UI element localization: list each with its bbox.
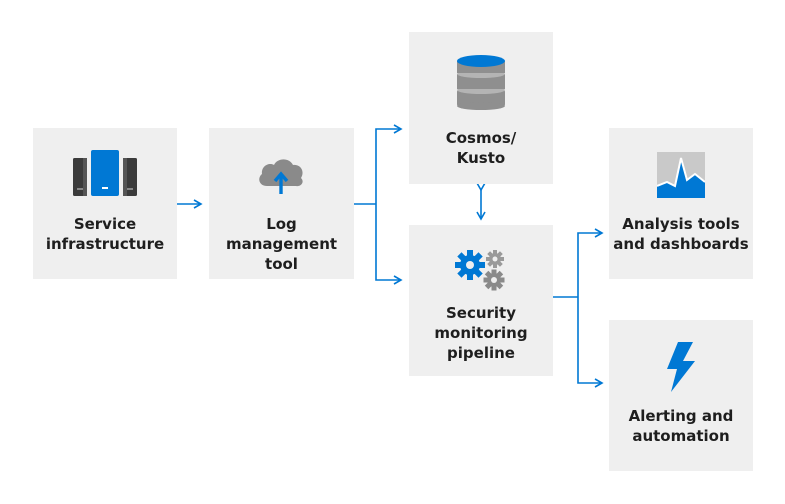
database-icon — [457, 55, 505, 110]
node-analysis-tools: Analysis tools and dashboards — [609, 128, 753, 279]
lightning-icon — [667, 342, 695, 392]
node-label: Service infrastructure — [45, 215, 165, 253]
chart-icon — [657, 152, 705, 198]
arrow-security-to-analysis — [577, 228, 604, 297]
node-log-management-tool: Log management tool — [209, 128, 354, 279]
node-cosmos-kusto: Cosmos/ Kusto — [409, 32, 553, 184]
node-label: Cosmos/ Kusto — [445, 129, 517, 167]
gears-icon — [455, 250, 505, 291]
servers-icon — [73, 150, 137, 196]
node-label: Log management tool — [225, 215, 338, 273]
node-service-infrastructure: Service infrastructure — [33, 128, 177, 279]
node-security-monitoring-pipeline: Security monitoring pipeline — [409, 225, 553, 376]
node-label: Security monitoring pipeline — [434, 304, 528, 362]
cloud-upload-icon — [259, 159, 303, 194]
node-label: Analysis tools and dashboards — [613, 215, 749, 253]
arrow-log-to-cosmos — [375, 124, 403, 204]
arrow-log-to-security — [375, 204, 403, 285]
arrow-security-to-alerting — [577, 297, 604, 388]
node-label: Alerting and automation — [628, 407, 734, 445]
node-alerting-automation: Alerting and automation — [609, 320, 753, 471]
